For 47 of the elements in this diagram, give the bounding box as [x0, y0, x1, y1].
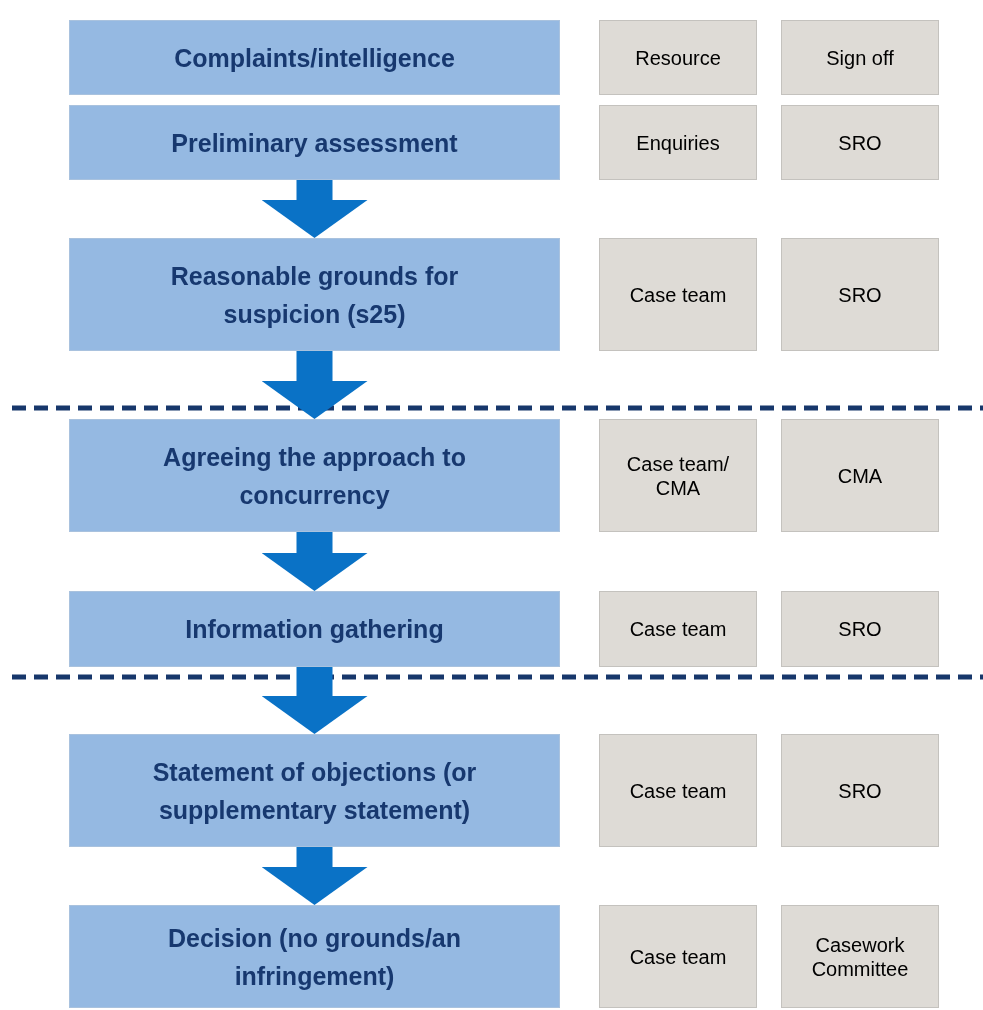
block-arrow: [261, 667, 368, 734]
role-box: [781, 105, 939, 180]
role-label: Sign off: [825, 45, 895, 70]
block-arrow: [261, 351, 368, 419]
stage-box: [69, 20, 560, 95]
role-box: [599, 20, 757, 95]
stage-box: [69, 419, 560, 532]
stage-label: Statement of objections (or supplementary statement): [151, 756, 478, 826]
role-label: Enquiries: [635, 130, 721, 155]
stage-label: Decision (no grounds/an infringement): [166, 922, 463, 992]
role-label: Case team/ CMA: [625, 451, 731, 500]
block-arrow: [261, 180, 368, 238]
role-box: [599, 591, 757, 667]
stage-label: Complaints/intelligence: [174, 42, 455, 74]
stage-box: [69, 238, 560, 351]
role-box: [599, 734, 757, 847]
role-label: Case team: [628, 282, 728, 307]
stage-label: Preliminary assessment: [171, 127, 458, 159]
role-label: Case team: [628, 778, 728, 803]
role-label: SRO: [837, 617, 883, 641]
role-box: [781, 419, 939, 532]
stage-label: Reasonable grounds for suspicion (s25): [169, 260, 460, 330]
role-box: [781, 20, 939, 95]
role-label: SRO: [837, 778, 883, 803]
stage-box: [69, 905, 560, 1008]
role-box: [599, 105, 757, 180]
role-box: [599, 419, 757, 532]
stage-box: [69, 734, 560, 847]
role-box: [599, 905, 757, 1008]
role-label: Case team: [628, 617, 728, 641]
role-box: [781, 238, 939, 351]
role-box: [781, 905, 939, 1008]
stage-box: [69, 105, 560, 180]
role-label: SRO: [837, 282, 883, 307]
role-label: Resource: [634, 45, 722, 70]
block-arrow: [261, 847, 368, 905]
block-arrow: [261, 532, 368, 591]
role-label: CMA: [836, 463, 884, 488]
stage-box: [69, 591, 560, 667]
role-label: Case team: [628, 944, 728, 969]
role-box: [781, 591, 939, 667]
role-label: Casework Committee: [810, 932, 910, 981]
role-label: SRO: [837, 130, 883, 155]
stage-label: Information gathering: [185, 614, 444, 645]
role-box: [781, 734, 939, 847]
role-box: [599, 238, 757, 351]
stage-label: Agreeing the approach to concurrency: [162, 441, 467, 511]
